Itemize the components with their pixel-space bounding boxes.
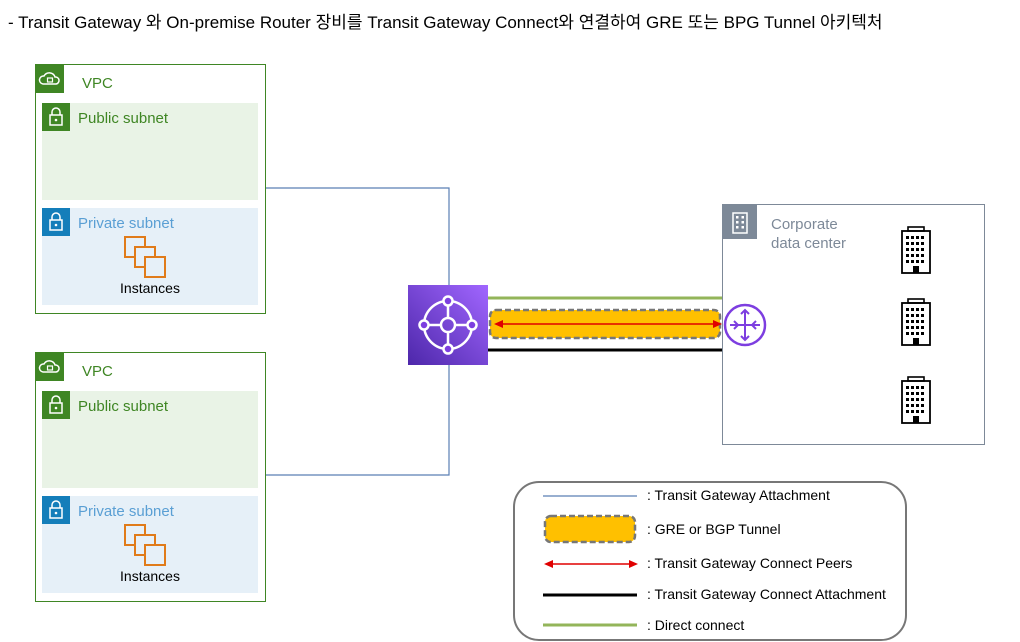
- corporate-building-icon: [723, 205, 757, 239]
- public-subnet[interactable]: Public subnet: [42, 103, 258, 200]
- legend-tunnel-symbol: [543, 514, 637, 544]
- public-subnet-label: Public subnet: [78, 110, 169, 127]
- ec2-instances-icon: [122, 522, 170, 570]
- legend-label-attachment: : Transit Gateway Attachment: [647, 487, 830, 503]
- legend-label-tunnel: : GRE or BGP Tunnel: [647, 521, 781, 537]
- vpc-header: VPC: [36, 353, 265, 383]
- instances-label: Instances: [120, 568, 180, 584]
- vpc-header: VPC: [36, 65, 265, 95]
- vpc-1[interactable]: VPC Public subnet Private subnet Instanc…: [35, 64, 266, 314]
- cloud-lock-icon: [36, 353, 64, 381]
- legend-label-direct-connect: : Direct connect: [647, 617, 745, 633]
- instances-label: Instances: [120, 280, 180, 296]
- public-subnet-label: Public subnet: [78, 398, 169, 415]
- legend-label-peers: : Transit Gateway Connect Peers: [647, 555, 853, 571]
- transit-gateway-icon[interactable]: [408, 285, 488, 365]
- arrow-head-right: [713, 320, 722, 328]
- public-subnet[interactable]: Public subnet: [42, 391, 258, 488]
- private-subnet[interactable]: Private subnet Instances: [42, 496, 258, 593]
- tgw-attachment-line-1[interactable]: [265, 187, 450, 285]
- private-subnet[interactable]: Private subnet Instances: [42, 208, 258, 305]
- private-subnet-label: Private subnet: [78, 215, 174, 232]
- tgw-attachment-line-2[interactable]: [265, 365, 450, 476]
- building-icon: [899, 297, 933, 347]
- building-icon: [899, 375, 933, 425]
- corporate-label: Corporate data center: [771, 216, 847, 252]
- vpc-2[interactable]: VPC Public subnet Private subnet Instanc…: [35, 352, 266, 602]
- lock-icon: [42, 496, 70, 524]
- vpc-label: VPC: [82, 363, 113, 380]
- page-title: - Transit Gateway 와 On-premise Router 장비…: [8, 13, 883, 32]
- lock-icon: [42, 103, 70, 131]
- lock-icon: [42, 391, 70, 419]
- cloud-lock-icon: [36, 65, 64, 93]
- router-icon[interactable]: [722, 302, 768, 348]
- private-subnet-label: Private subnet: [78, 503, 174, 520]
- building-icon: [899, 225, 933, 275]
- legend-label-connect-attachment: : Transit Gateway Connect Attachment: [647, 586, 886, 602]
- lock-icon: [42, 208, 70, 236]
- vpc-label: VPC: [82, 75, 113, 92]
- legend-symbols: [543, 495, 638, 627]
- arrow-head-left: [494, 320, 503, 328]
- legend: : Transit Gateway Attachment : GRE or BG…: [513, 481, 907, 641]
- ec2-instances-icon: [122, 234, 170, 282]
